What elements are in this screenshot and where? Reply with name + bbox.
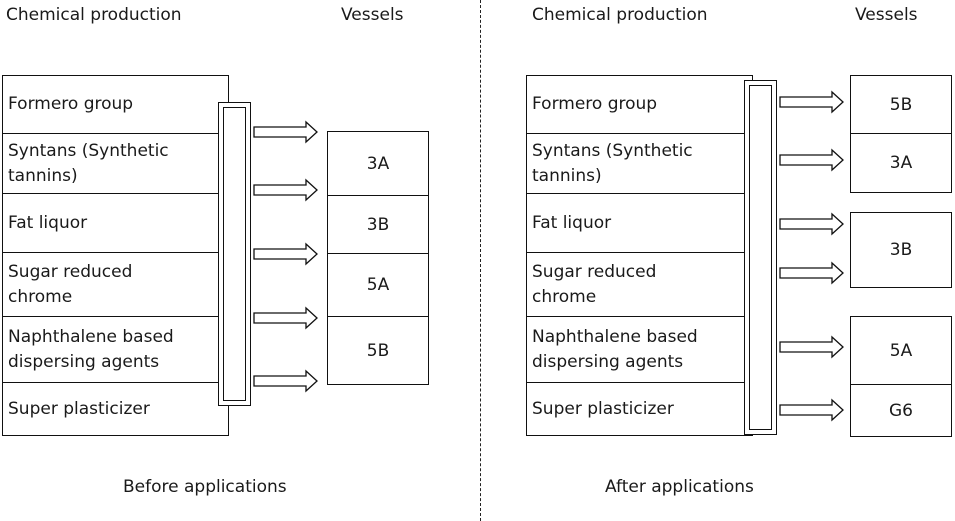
- vessel-cell: 3A: [851, 133, 951, 192]
- after-chemical-table: Formero group Syntans (Synthetic tannins…: [526, 75, 753, 436]
- vessel-label: 5A: [366, 275, 390, 295]
- after-chemical-row: Super plasticizer: [527, 382, 752, 435]
- before-distribution-manifold: [218, 102, 251, 406]
- before-caption: Before applications: [123, 477, 287, 497]
- before-chemical-row: Naphthalene based dispersing agents: [3, 316, 228, 382]
- after-arrow-2: [779, 148, 844, 172]
- before-chemical-row: Syntans (Synthetic tannins): [3, 133, 228, 193]
- vessel-cell: 3B: [851, 213, 951, 287]
- chemical-label: Sugar reduced chrome: [532, 261, 657, 307]
- after-caption: After applications: [605, 477, 754, 497]
- vessel-label: 3B: [366, 214, 390, 235]
- after-chemical-row: Fat liquor: [527, 193, 752, 252]
- after-arrow-6: [779, 398, 844, 422]
- before-chemical-production-header: Chemical production: [6, 5, 182, 25]
- before-chemical-row: Fat liquor: [3, 193, 228, 252]
- after-chemical-row: Sugar reduced chrome: [527, 252, 752, 316]
- vessel-label: 5A: [889, 340, 913, 361]
- after-arrow-3: [779, 212, 844, 236]
- vessel-label: 5B: [366, 340, 390, 361]
- manifold-inner: [749, 85, 772, 430]
- chemical-label: Syntans (Synthetic tannins): [8, 140, 169, 186]
- after-vessels-box-1: 5B 3A: [850, 75, 952, 193]
- vessel-cell: 3B: [328, 195, 428, 253]
- chemical-label: Fat liquor: [532, 212, 612, 233]
- after-arrow-5: [779, 335, 844, 359]
- vessel-cell: 5A: [328, 253, 428, 316]
- chemical-label: Sugar reduced chrome: [8, 261, 133, 307]
- before-chemical-row: Sugar reduced chrome: [3, 252, 228, 316]
- before-chemical-row: Super plasticizer: [3, 382, 228, 435]
- panel-divider: [480, 0, 481, 521]
- vessel-cell: 5A: [851, 317, 951, 384]
- after-chemical-row: Naphthalene based dispersing agents: [527, 316, 752, 382]
- after-distribution-manifold: [744, 80, 777, 435]
- after-chemical-row: Formero group: [527, 76, 752, 133]
- vessel-label: G6: [889, 400, 913, 421]
- chemical-label: Formero group: [8, 94, 134, 114]
- before-arrow-5: [253, 369, 318, 393]
- vessel-cell: 5B: [851, 76, 951, 133]
- after-vessels-header: Vessels: [855, 5, 918, 25]
- vessel-label: 5B: [889, 94, 913, 115]
- vessel-cell: 3A: [328, 132, 428, 195]
- vessel-cell: G6: [851, 384, 951, 436]
- before-arrow-2: [253, 178, 318, 202]
- manifold-inner: [223, 107, 246, 401]
- chemical-label: Naphthalene based dispersing agents: [8, 326, 174, 372]
- chemical-label: Naphthalene based dispersing agents: [532, 326, 698, 372]
- before-arrow-3: [253, 242, 318, 266]
- before-vessels-header: Vessels: [341, 5, 404, 25]
- chemical-label: Formero group: [532, 94, 658, 114]
- after-arrow-1: [779, 90, 844, 114]
- chemical-label: Super plasticizer: [8, 398, 150, 419]
- after-chemical-row: Syntans (Synthetic tannins): [527, 133, 752, 193]
- after-vessels-box-2: 3B: [850, 212, 952, 288]
- after-chemical-production-header: Chemical production: [532, 5, 708, 25]
- vessel-label: 3A: [366, 153, 390, 174]
- chemical-label: Super plasticizer: [532, 398, 674, 419]
- before-arrow-1: [253, 120, 318, 144]
- before-chemical-row: Formero group: [3, 76, 228, 133]
- vessel-cell: 5B: [328, 316, 428, 384]
- before-chemical-table: Formero group Syntans (Synthetic tannins…: [2, 75, 229, 436]
- vessel-label: 3B: [889, 240, 913, 260]
- before-arrow-4: [253, 306, 318, 330]
- after-arrow-4: [779, 261, 844, 285]
- vessel-label: 3A: [889, 153, 913, 173]
- after-vessels-box-3: 5A G6: [850, 316, 952, 437]
- chemical-label: Syntans (Synthetic tannins): [532, 140, 693, 186]
- before-vessels-box: 3A 3B 5A 5B: [327, 131, 429, 385]
- chemical-label: Fat liquor: [8, 212, 88, 233]
